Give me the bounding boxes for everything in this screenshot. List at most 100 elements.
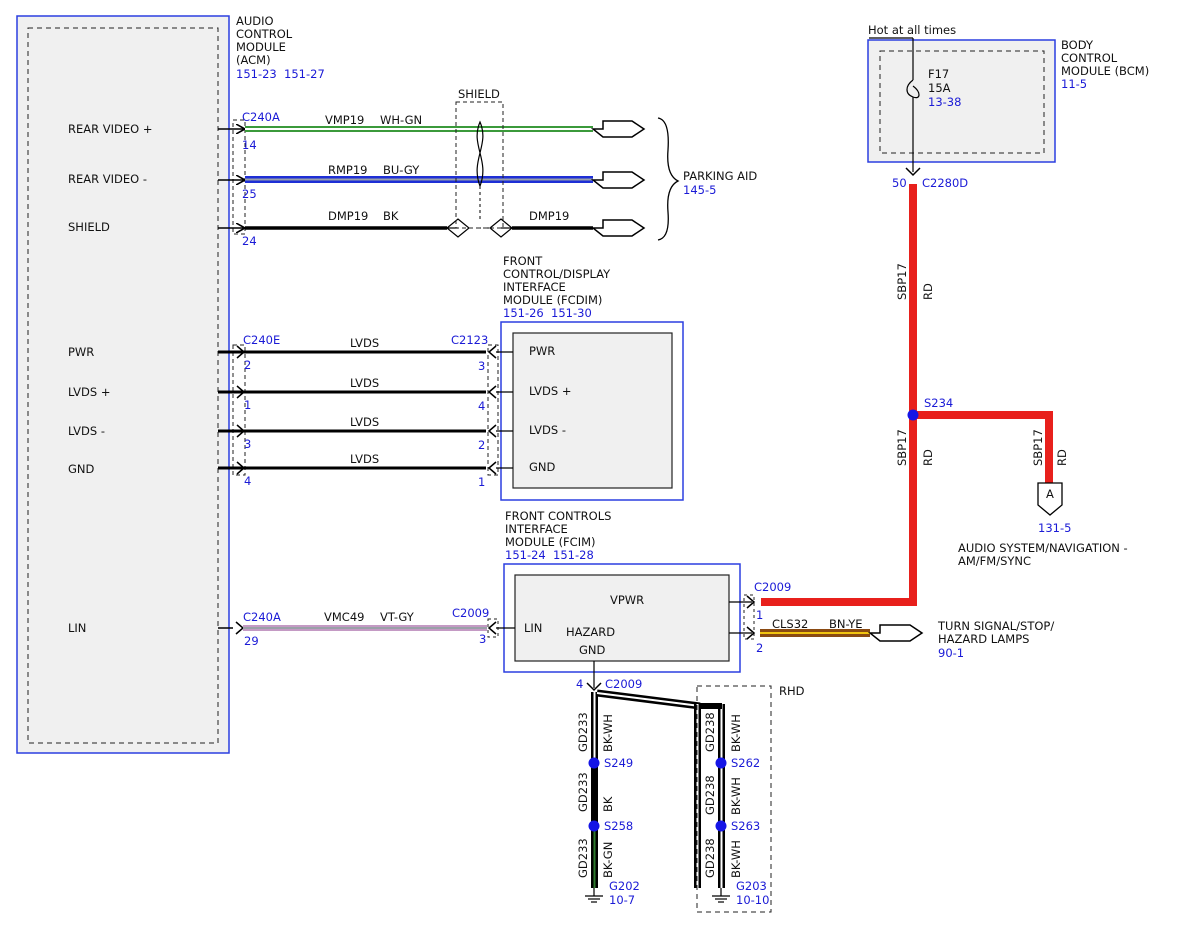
pin-14: 14 [242,138,257,152]
acm-title-2: CONTROL [236,27,293,41]
pin-24: 24 [242,234,257,248]
fcdim-label-gnd: GND [529,460,556,474]
connector-shape [590,120,646,138]
s263-label: S263 [731,819,760,833]
gd233-color-1: BK-WH [601,714,615,752]
rd-branch-label: RD [1055,449,1069,466]
ground-labels: 4 C2009 RHD GD233 BK-WH GD233 BK GD233 B… [576,677,805,907]
wire-sbp17-to-fcim [761,598,917,606]
wire-sbp17-branch [913,411,1053,419]
rd-label-2: RD [921,449,935,466]
c2123-label: C2123 [451,333,488,347]
lin-fcim-pin: 3 [479,632,486,646]
fcim-title-2: INTERFACE [505,522,568,536]
gd233-label-1: GD233 [576,712,590,752]
connector-shape [590,219,646,237]
lin-color: VT-GY [380,610,415,624]
fcim-pwr-pin: 1 [756,608,763,622]
fcim-output-labels: C2009 1 2 CLS32 BN-YE TURN SIGNAL/STOP/ … [754,580,1054,660]
lin-labels: C240A 29 VMC49 VT-GY C2009 3 [243,606,489,648]
acm-pin-lin: LIN [68,621,86,635]
fcim-title: FRONT CONTROLS INTERFACE MODULE (FCIM) 1… [505,509,611,562]
rhd-box [696,685,772,913]
s258-label: S258 [604,819,633,833]
fcdim-refs: 151-26 151-30 [503,306,592,320]
lvds-circuit-3: LVDS [350,415,379,429]
s234-label: S234 [924,396,953,410]
fcdim-label-lvds-pos: LVDS + [529,384,571,398]
fcdim-title-4: MODULE (FCDIM) [503,293,602,307]
gd238-color-2: BK-WH [729,777,743,815]
audio-system-ref: 131-5 [1038,521,1071,535]
lin-acm-pin: 29 [244,634,259,648]
fcdim-pin-1: 1 [478,475,485,489]
dmp19-color: BK [383,209,399,223]
fcdim-label-lvds-neg: LVDS - [529,423,566,437]
g202-ref: 10-7 [609,893,635,907]
acm-pin-labels: REAR VIDEO + REAR VIDEO - SHIELD PWR LVD… [68,122,153,635]
fcim-title-3: MODULE (FCIM) [505,535,596,549]
gd233-color-3: BK-GN [601,842,615,878]
bcm-title-3: MODULE (BCM) [1061,64,1149,78]
fcdim-pin-2: 2 [478,438,485,452]
fcdim-title-1: FRONT [503,254,543,268]
cls32-color: BN-YE [829,617,863,631]
c240a-label: C240A [242,110,280,124]
lvds-circuit-2: LVDS [350,376,379,390]
power-feed-labels: SBP17 RD SBP17 RD S234 SBP17 RD A 131-5 … [895,263,1128,568]
turn-signal-line-2: HAZARD LAMPS [938,632,1029,646]
acm-pin-2: 2 [244,358,251,372]
fcdim-pin-3: 3 [478,359,485,373]
fuse-ref: 13-38 [928,95,961,109]
audio-system-line-1: AUDIO SYSTEM/NAVIGATION - [958,541,1128,555]
acm-pin-lvds-neg: LVDS - [68,424,105,438]
gd238-label-3: GD238 [703,838,717,878]
lin-fcim-connector: C2009 [452,606,489,620]
gd238-color-1: BK-WH [729,714,743,752]
lin-wire [218,621,515,635]
gd238-label-2: GD238 [703,775,717,815]
lvds-circuit-4: LVDS [350,452,379,466]
bcm-title-1: BODY [1061,38,1094,52]
vmp19-color: WH-GN [380,113,422,127]
bcm-out-pin: 50 [892,176,907,190]
power-feed-wires [761,184,1063,606]
splice-s249 [588,757,600,769]
vmp19-circuit: VMP19 [325,113,364,127]
fcim-label-hazard: HAZARD [566,625,615,639]
acm-title-4: (ACM) [236,53,271,67]
lvds-labels: C240E C2123 2 1 3 4 LVDS LVDS LVDS LVDS … [243,333,571,489]
connector-a-shape [1037,482,1063,516]
fcdim-title: FRONT CONTROL/DISPLAY INTERFACE MODULE (… [503,254,611,320]
g203-label: G203 [736,879,767,893]
parking-aid-label: PARKING AID [683,169,757,183]
gd238-color-3: BK-WH [729,840,743,878]
gd233-color-2: BK [601,796,615,812]
fcim-module [487,563,755,673]
connector-shape [867,624,924,642]
fuse-name: F17 [928,67,949,81]
acm-pin-gnd: GND [68,462,95,476]
sbp17-label-2: SBP17 [895,429,909,466]
turn-signal-line-1: TURN SIGNAL/STOP/ [937,619,1054,633]
fcdim-label-pwr: PWR [529,344,555,358]
acm-title-1: AUDIO [236,14,274,28]
splice-s234 [907,409,919,421]
gd238-label-1: GD238 [703,712,717,752]
parking-aid-brace [657,117,680,241]
fcim-outputs [729,595,924,642]
splice-s258 [588,820,600,832]
fcim-pin-labels: VPWR LIN HAZARD GND [524,593,644,657]
acm-pin-pwr: PWR [68,345,94,359]
s249-label: S249 [604,756,633,770]
lvds-circuit-1: LVDS [350,336,379,350]
acm-pin-4: 4 [244,474,251,488]
wire-gd233-2 [591,764,598,826]
connector-shape [590,171,646,189]
gnd-connector: C2009 [605,677,642,691]
fcim-c2009-label: C2009 [754,580,791,594]
splice-s263 [715,820,727,832]
pin-25: 25 [242,187,257,201]
shield-box [455,101,504,229]
